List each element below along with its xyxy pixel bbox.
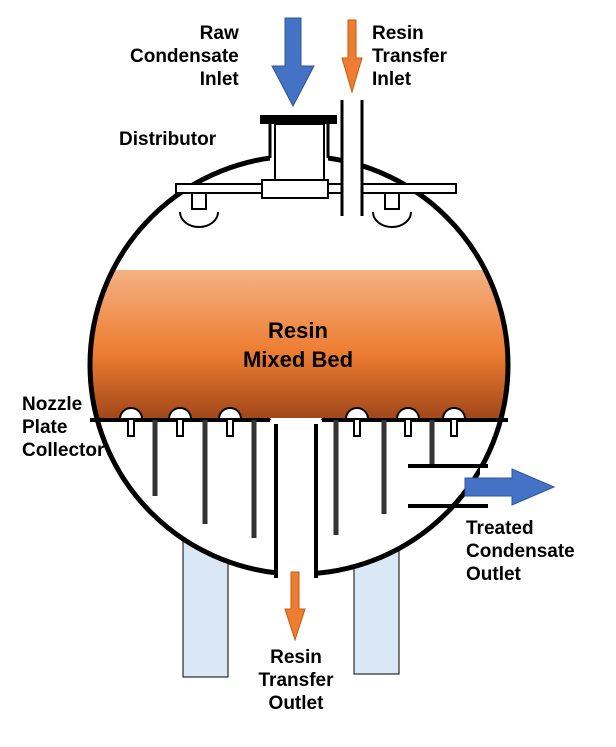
nozzle: [441, 407, 467, 437]
resin-outlet-pipe-bore: [278, 422, 314, 582]
distributor-label: Distributor: [119, 129, 217, 150]
inlet-flange: [260, 115, 337, 124]
resin-inlet-pipe-bore: [343, 100, 361, 218]
nozzles: [118, 407, 467, 437]
nozzle: [395, 407, 421, 437]
distributor-assembly: [175, 123, 457, 228]
raw-condensate-inlet-label: Raw Condensate Inlet: [130, 23, 239, 91]
nozzle: [217, 407, 243, 437]
raw-condensate-inlet-arrow: [271, 17, 315, 108]
resin-transfer-outlet-arrow: [284, 571, 306, 642]
resin-bed: [90, 270, 508, 420]
resin-transfer-inlet-arrow: [341, 19, 363, 94]
nozzle: [118, 407, 144, 437]
nozzle-plate-collector-label: Nozzle Plate Collector: [22, 394, 105, 462]
collector-risers: [152, 420, 435, 538]
nozzle: [167, 407, 193, 437]
resin-mixed-bed-label: Resin Mixed Bed: [242, 318, 354, 372]
treated-condensate-outlet-arrow: [464, 468, 556, 506]
treated-condensate-outlet-label: Treated Condensate Outlet: [466, 518, 575, 586]
nozzle: [344, 407, 370, 437]
resin-transfer-inlet-label: Resin Transfer Inlet: [372, 23, 447, 91]
resin-transfer-outlet-label: Resin Transfer Outlet: [258, 647, 334, 715]
